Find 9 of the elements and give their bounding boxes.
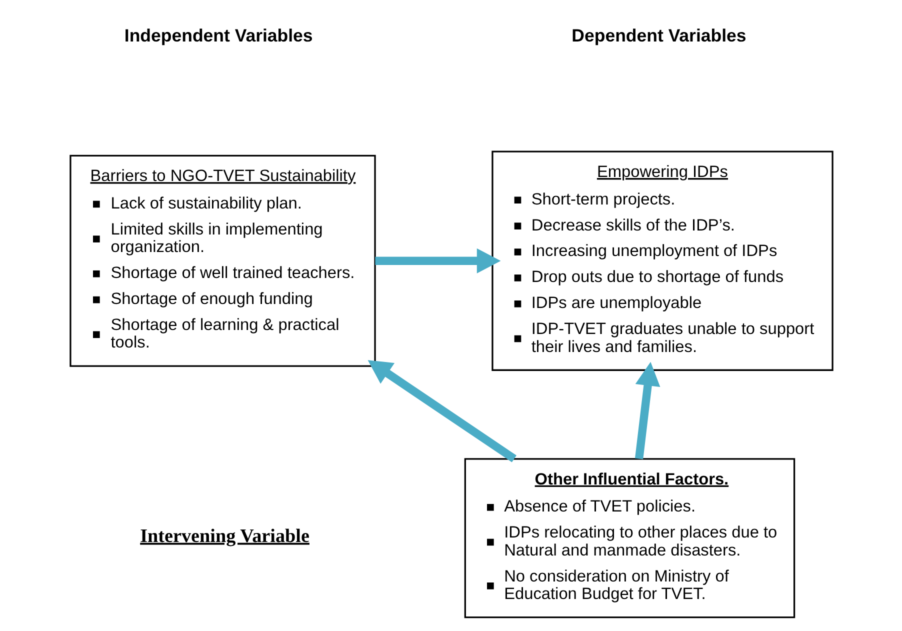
node-box: Other Influential Factors. Absence of TVET policies. IDPs relocating to other places due to Natural and manmade disasters. No consideration on Ministry of Education Budget for TVET.	[464, 458, 795, 618]
arrow	[634, 362, 660, 460]
arrow	[374, 248, 500, 274]
node-box: Barriers to NGO-TVET Sustainability Lack of sustainability plan. Limited skills in implementing organization. Shortage of well trained teachers. Shortage of enough funding Shortage of learning & practical tools.	[69, 154, 376, 367]
arrow	[367, 360, 516, 462]
node-box: Empowering IDPs Short-term projects. Decrease skills of the IDP’s. Increasing unemployment of IDPs Drop outs due to shortage of funds IDPs are unemployable IDP-TVET graduates unable to support their lives and families.	[491, 150, 833, 371]
label: Independent Variables	[124, 26, 312, 46]
label: Dependent Variables	[571, 26, 746, 46]
label: Intervening Variable	[140, 526, 309, 547]
